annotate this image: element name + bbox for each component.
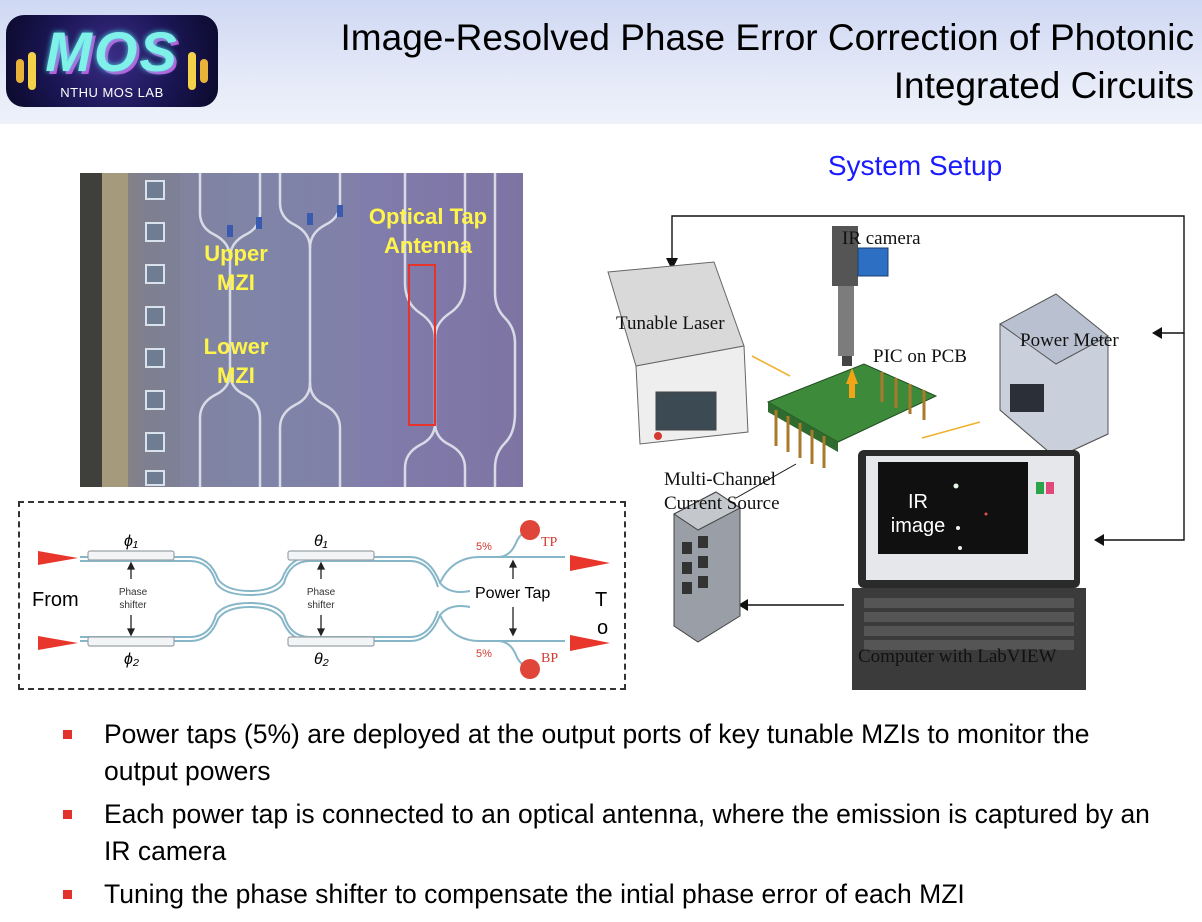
logo-wordmark: MOS: [45, 20, 179, 83]
bullet-list: Power taps (5%) are deployed at the outp…: [60, 716, 1170, 919]
lower-mzi-label: Lower MZI: [203, 334, 269, 388]
system-setup-drawing: [607, 215, 1185, 690]
theta2-label: θ₂: [314, 651, 329, 668]
to-label-o: o: [597, 617, 609, 639]
from-label: From: [32, 589, 79, 611]
phi2-label: ϕ₂: [124, 651, 139, 668]
logo-decoration-icon: [188, 52, 196, 90]
logo-decoration-icon: [28, 52, 36, 90]
optical-tap-antenna-label: Optical Tap Antenna: [368, 204, 488, 258]
pic-on-pcb-icon: [766, 363, 938, 468]
tunable-laser-label: Tunable Laser: [616, 313, 725, 334]
upper-mzi-label: Upper MZI: [204, 241, 268, 295]
tap-percent-bottom: 5%: [476, 648, 492, 660]
computer-label: Computer with LabVIEW: [858, 646, 1057, 667]
chip-waveguide-drawing: [80, 173, 523, 487]
current-source-label: Multi-Channel Current Source: [664, 469, 780, 514]
pic-on-pcb-label: PIC on PCB: [873, 346, 967, 367]
slide-title-line-2: Integrated Circuits: [893, 65, 1194, 106]
antenna-highlight-box: [408, 264, 436, 426]
bullet-item: Tuning the phase shifter to compensate t…: [60, 876, 1170, 913]
slide-header: MOS NTHU MOS LAB Image-Resolved Phase Er…: [0, 0, 1202, 124]
tp-label: TP: [541, 535, 558, 550]
bullet-item: Power taps (5%) are deployed at the outp…: [60, 716, 1170, 790]
logo-subtext: NTHU MOS LAB: [60, 85, 164, 100]
theta1-label: θ₁: [314, 533, 328, 550]
tunable-laser-icon: [607, 261, 749, 445]
slide-title: Image-Resolved Phase Error Correction of…: [244, 14, 1194, 110]
ir-camera-icon: [832, 226, 889, 366]
power-tap-label: Power Tap: [475, 585, 551, 602]
power-meter-label: Power Meter: [1020, 330, 1119, 351]
ir-image-label: IR image: [890, 491, 946, 537]
bullet-marker-icon: [63, 730, 72, 739]
phi1-label: ϕ₁: [124, 533, 138, 550]
ir-camera-label: IR camera: [842, 228, 921, 249]
logo-decoration-icon: [16, 59, 24, 83]
laptop-icon: [852, 450, 1086, 690]
power-meter-icon: [999, 293, 1109, 459]
tap-percent-top: 5%: [476, 541, 492, 553]
system-setup-heading: System Setup: [827, 150, 1003, 181]
logo-decoration-icon: [200, 59, 208, 83]
chip-micrograph: Upper MZI Lower MZI Optical Tap Antenna: [80, 173, 523, 487]
current-source-icon: [673, 491, 741, 643]
bullet-marker-icon: [63, 890, 72, 899]
bp-label: BP: [541, 651, 559, 666]
system-setup-illustration: IR camera Tunable Laser PIC on PCB Power…: [596, 196, 1196, 696]
bullet-marker-icon: [63, 810, 72, 819]
mos-lab-logo: MOS NTHU MOS LAB: [6, 15, 218, 107]
mzi-schematic-drawing: [38, 520, 610, 679]
slide-title-line-1: Image-Resolved Phase Error Correction of…: [340, 17, 1194, 58]
to-label-t: T: [595, 589, 608, 611]
bullet-item: Each power tap is connected to an optica…: [60, 796, 1170, 870]
